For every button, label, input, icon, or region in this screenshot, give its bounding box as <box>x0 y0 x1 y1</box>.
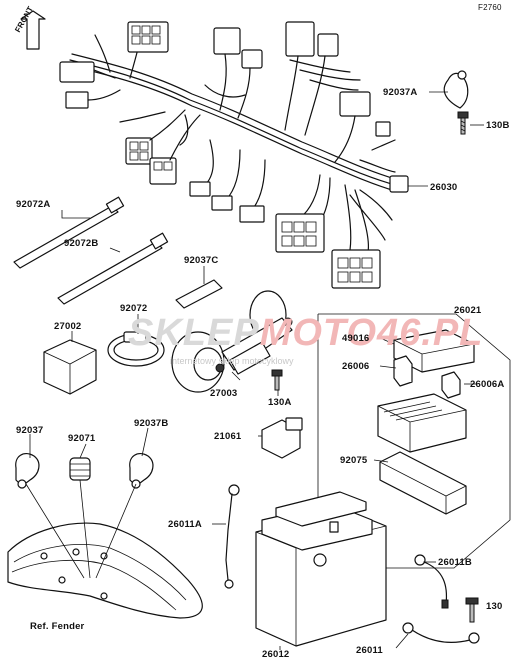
label-26011A[interactable]: 26011A <box>168 519 202 530</box>
band-92072[interactable] <box>107 331 165 367</box>
label-26011B[interactable]: 26011B <box>438 557 472 568</box>
label-92037B[interactable]: 92037B <box>134 418 169 429</box>
band-92072A[interactable] <box>13 196 125 269</box>
ref-code: F2760 <box>478 3 502 12</box>
clamp-92037B[interactable] <box>129 453 154 489</box>
label-92072A[interactable]: 92072A <box>16 199 51 210</box>
band-92072B[interactable] <box>57 232 169 305</box>
label-26012[interactable]: 26012 <box>262 649 290 660</box>
label-49016[interactable]: 49016 <box>342 333 370 344</box>
clamp-92037[interactable] <box>15 453 40 489</box>
bolt-130A[interactable] <box>271 369 283 391</box>
battery-26012[interactable] <box>255 491 387 647</box>
label-92072[interactable]: 92072 <box>120 303 148 314</box>
horn-27003[interactable] <box>171 290 293 393</box>
wiring-harness-26030[interactable] <box>59 21 409 289</box>
lead-26011[interactable] <box>402 622 480 644</box>
grommet-92071[interactable] <box>69 457 91 481</box>
front-arrow-icon <box>20 10 46 50</box>
label-27003[interactable]: 27003 <box>210 388 238 399</box>
watermark-sub: internetowy sklep motocyklowy <box>170 356 294 366</box>
bolt-130B[interactable] <box>457 111 469 135</box>
watermark: SKLEPMOTO46.PL <box>128 314 483 352</box>
label-130B[interactable]: 130B <box>486 120 510 131</box>
label-21061[interactable]: 21061 <box>214 431 242 442</box>
label-130A[interactable]: 130A <box>268 397 292 408</box>
label-26011[interactable]: 26011 <box>356 645 383 656</box>
leader-lines <box>25 91 484 650</box>
watermark-left: SKLEP <box>128 312 260 354</box>
junction-box-26021[interactable] <box>317 313 511 569</box>
ref-fender-label: Ref. Fender <box>30 621 85 632</box>
label-92037C[interactable]: 92037C <box>184 255 219 266</box>
relay-27002[interactable] <box>43 339 97 395</box>
label-26021[interactable]: 26021 <box>454 305 482 316</box>
bracket-92037C[interactable] <box>175 279 223 309</box>
regulator-21061[interactable] <box>261 417 303 459</box>
lead-26011B[interactable] <box>414 554 449 609</box>
bolt-130[interactable] <box>465 597 479 623</box>
rear-fender-ref <box>7 522 203 619</box>
clamp-92037A[interactable] <box>443 70 469 109</box>
label-130[interactable]: 130 <box>486 601 503 612</box>
label-92072B[interactable]: 92072B <box>64 238 99 249</box>
lead-26011A[interactable] <box>224 484 240 589</box>
label-26006A[interactable]: 26006A <box>470 379 505 390</box>
label-27002[interactable]: 27002 <box>54 321 82 332</box>
watermark-right: MOTO46.PL <box>259 312 484 354</box>
label-92037[interactable]: 92037 <box>16 425 44 436</box>
label-26006[interactable]: 26006 <box>342 361 370 372</box>
label-26030[interactable]: 26030 <box>430 182 458 193</box>
label-92075[interactable]: 92075 <box>340 455 368 466</box>
label-92071[interactable]: 92071 <box>68 433 96 444</box>
label-92037A[interactable]: 92037A <box>383 87 418 98</box>
